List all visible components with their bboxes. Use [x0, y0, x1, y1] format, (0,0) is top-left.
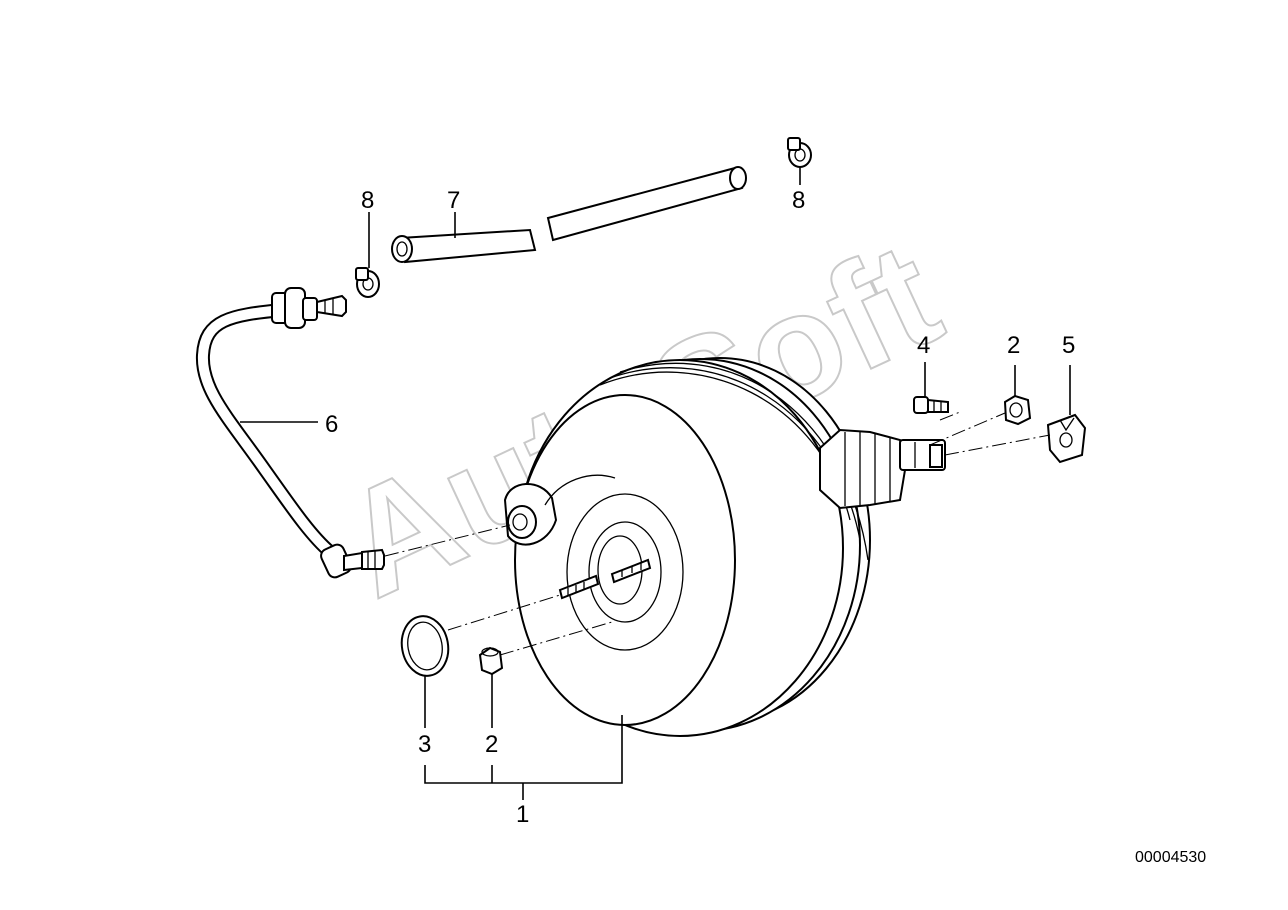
hose-clamp-part-8-left: [355, 212, 380, 298]
callout-4: 4: [917, 332, 930, 359]
callout-2-top: 2: [1007, 332, 1020, 359]
document-number: 00004530: [1135, 849, 1206, 866]
alignment-lines: [384, 411, 1051, 656]
callout-5: 5: [1062, 332, 1075, 359]
callout-6: 6: [325, 411, 338, 438]
hose-part-7: [391, 166, 747, 264]
callout-8-left: 8: [361, 187, 374, 214]
nut-part-2-bottom: [478, 646, 504, 728]
brake-booster-part-1: [503, 357, 946, 737]
callout-2-bottom: 2: [485, 731, 498, 758]
callout-labels: 1 2 2 3 4 5 6 7 8 8: [325, 187, 1075, 828]
assembly-bracket: [424, 715, 623, 800]
callout-8-right: 8: [792, 187, 805, 214]
bolt-part-4: [913, 362, 949, 414]
hose-clamp-part-8-right: [787, 137, 812, 185]
clip-part-5: [1046, 365, 1087, 464]
vacuum-hose-part-6: [195, 287, 385, 579]
o-ring-part-3: [400, 615, 450, 728]
nut-part-2-top: [1003, 365, 1032, 426]
callout-7: 7: [447, 187, 460, 214]
callout-1: 1: [516, 801, 529, 828]
callout-3: 3: [418, 731, 431, 758]
